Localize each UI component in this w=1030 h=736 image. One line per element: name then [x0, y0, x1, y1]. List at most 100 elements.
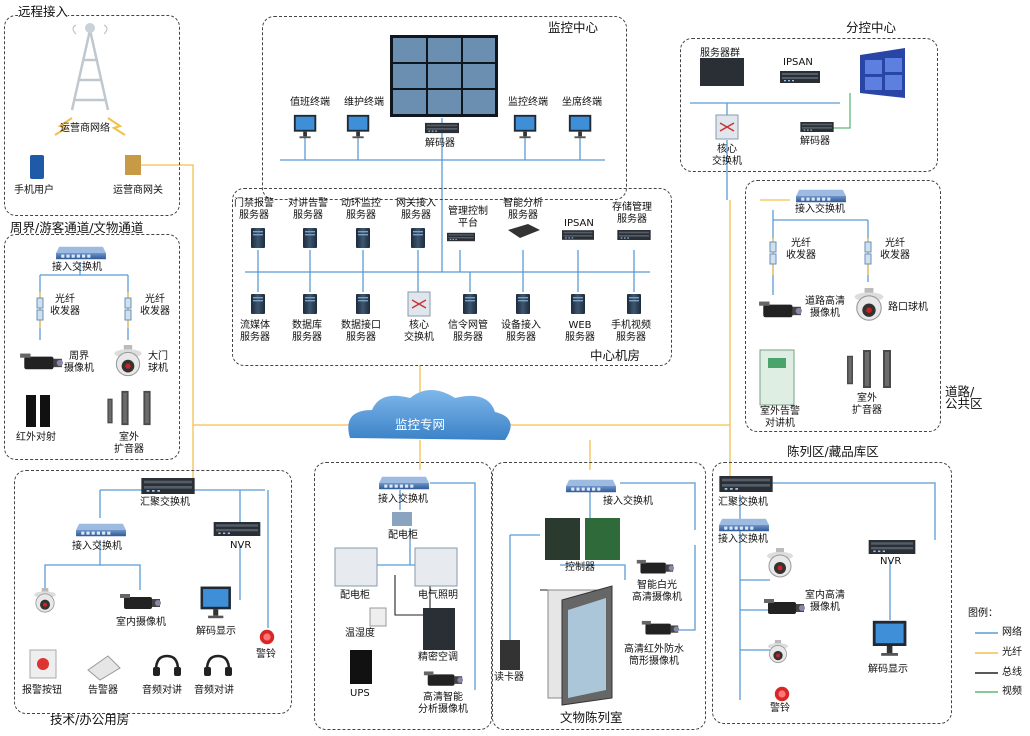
- seat-terminal-label: 坐席终端: [562, 97, 602, 108]
- region-title-monitor-center: 监控中心: [548, 20, 599, 35]
- duty-terminal-label: 值班终端: [290, 97, 330, 108]
- region-road: [745, 180, 941, 432]
- exhibit-decode-display-label: 解码显示: [868, 664, 908, 675]
- temp-humidity-label: 温湿度: [345, 628, 375, 639]
- road-intercom-label: 室外告警 对讲机: [760, 406, 800, 429]
- road-fiber-label: 光纤 收发器: [786, 238, 816, 261]
- exhibit-agg-switch-label: 汇聚交换机: [718, 497, 768, 508]
- region-tech-office: [14, 470, 292, 714]
- carrier-net-label: 运营商网络: [60, 123, 110, 134]
- alarm-button-label: 报警按钮: [22, 685, 62, 696]
- center-server-bottom-label: 手机视频 服务器: [611, 320, 651, 343]
- tech-nvr-label: NVR: [230, 540, 252, 551]
- region-monitor-center: [262, 16, 627, 200]
- dist-cab-top-label: 配电柜: [388, 530, 418, 541]
- exhibit-access-switch-label: 接入交换机: [718, 534, 768, 545]
- ups-label: UPS: [350, 688, 370, 699]
- card-reader-label: 读卡器: [494, 672, 524, 683]
- server-group-label: 服务器群: [700, 48, 740, 59]
- audio-intercom-label: 音频对讲: [194, 685, 234, 696]
- smart-cam-label: 高清智能 分析摄像机: [418, 692, 468, 715]
- perimeter-fiber-label: 光纤 收发器: [50, 294, 80, 317]
- sub-video-wall-icon: [860, 48, 905, 98]
- center-server-bottom-label: 设备接入 服务器: [501, 320, 541, 343]
- region-title-road: 道路/ 公共区: [945, 384, 983, 411]
- power-access-switch-label: 接入交换机: [378, 494, 428, 505]
- white-light-cam-label: 智能白光 高清摄像机: [632, 580, 682, 603]
- video-wall-icon: [390, 35, 498, 117]
- legend-label-network: 网络: [1002, 627, 1022, 638]
- gate-dome-label: 大门 球机: [148, 351, 168, 374]
- mobile-user-label: 手机用户: [14, 185, 54, 196]
- region-title-relic-room: 文物陈列室: [560, 710, 623, 725]
- region-sub-control: [680, 38, 938, 172]
- alarm-device-label: 告警器: [88, 685, 118, 696]
- road-fiber-label: 光纤 收发器: [880, 238, 910, 261]
- sub-ipsan-label: IPSAN: [783, 57, 813, 68]
- exhibit-nvr-label: NVR: [880, 556, 902, 567]
- precision-ac-label: 精密空调: [418, 652, 458, 663]
- mobile-phone-icon: [30, 155, 44, 179]
- road-access-switch-label: 接入交换机: [795, 204, 845, 215]
- sub-core-switch-label: 核心 交换机: [712, 144, 742, 167]
- private-network-cloud: [348, 390, 511, 440]
- region-title-remote: 远程接入: [18, 4, 69, 19]
- server-group-icon: [700, 58, 744, 86]
- perimeter-camera-label: 周界 摄像机: [64, 351, 94, 374]
- exhibit-bell-label: 警铃: [770, 703, 790, 714]
- center-server-top-label: 网关接入 服务器: [396, 198, 436, 221]
- perimeter-fiber-label: 光纤 收发器: [140, 294, 170, 317]
- legend-label-bus: 总线: [1002, 667, 1022, 678]
- legend-label-fiber: 光纤: [1002, 647, 1022, 658]
- center-server-top-label: 动环监控 服务器: [341, 198, 381, 221]
- region-center-room: [232, 188, 672, 366]
- center-server-bottom-label: 信令网管 服务器: [448, 320, 488, 343]
- center-server-bottom-label: 数据库 服务器: [292, 320, 322, 343]
- decoder-label: 解码器: [425, 138, 455, 149]
- region-exhibit: [712, 462, 952, 724]
- tech-bell-label: 警铃: [256, 649, 276, 660]
- road-speaker-label: 室外 扩音器: [852, 393, 882, 416]
- center-server-top-label: 对讲告警 服务器: [288, 198, 328, 221]
- road-hd-cam-label: 道路高清 摄像机: [805, 296, 845, 319]
- private-net-label: 监控专网: [395, 417, 446, 432]
- ir-beam-label: 红外对射: [16, 432, 56, 443]
- legend-title: 图例：: [968, 608, 998, 619]
- controller-label: 控制器: [565, 562, 595, 573]
- tech-agg-switch-label: 汇聚交换机: [140, 497, 190, 508]
- center-server-bottom-label: 数据接口 服务器: [341, 320, 381, 343]
- tech-access-switch-label: 接入交换机: [72, 541, 122, 552]
- audio-intercom-label: 音频对讲: [142, 685, 182, 696]
- region-title-exhibit: 陈列区/藏品库区: [787, 444, 879, 459]
- exhibit-indoor-hd-label: 室内高清 摄像机: [805, 590, 845, 613]
- lighting-label: 电气照明: [418, 590, 458, 601]
- region-title-center-room: 中心机房: [590, 348, 641, 363]
- dist-cab-label: 配电柜: [340, 590, 370, 601]
- gateway-icon: [125, 155, 141, 175]
- center-server-bottom-label: 流媒体 服务器: [240, 320, 270, 343]
- center-server-bottom-label: 核心 交换机: [404, 320, 434, 343]
- ir-cam-label: 高清红外防水 筒形摄像机: [624, 644, 684, 667]
- center-server-top-label: 管理控制 平台: [448, 206, 488, 229]
- indoor-cam-label: 室内摄像机: [116, 617, 166, 628]
- region-perimeter: [4, 234, 180, 460]
- sub-decoder-label: 解码器: [800, 136, 830, 147]
- relic-access-switch-label: 接入交换机: [603, 496, 653, 507]
- region-remote: [4, 15, 180, 216]
- perimeter-access-switch-label: 接入交换机: [52, 262, 102, 273]
- road-dome-label: 路口球机: [888, 302, 928, 313]
- center-server-top-label: IPSAN: [564, 218, 594, 229]
- center-server-bottom-label: WEB 服务器: [565, 320, 595, 343]
- region-power: [314, 462, 492, 730]
- legend-lines: [975, 632, 998, 693]
- center-server-top-label: 门禁报警 服务器: [234, 198, 274, 221]
- maint-terminal-label: 维护终端: [344, 97, 384, 108]
- region-title-perimeter: 周界/游客通道/文物通道: [10, 220, 144, 235]
- carrier-gw-label: 运营商网关: [113, 185, 163, 196]
- tech-decode-display-label: 解码显示: [196, 626, 236, 637]
- carrier-tower-icon: [70, 23, 110, 111]
- center-server-top-label: 存储管理 服务器: [612, 202, 652, 225]
- center-server-top-label: 智能分析 服务器: [503, 198, 543, 221]
